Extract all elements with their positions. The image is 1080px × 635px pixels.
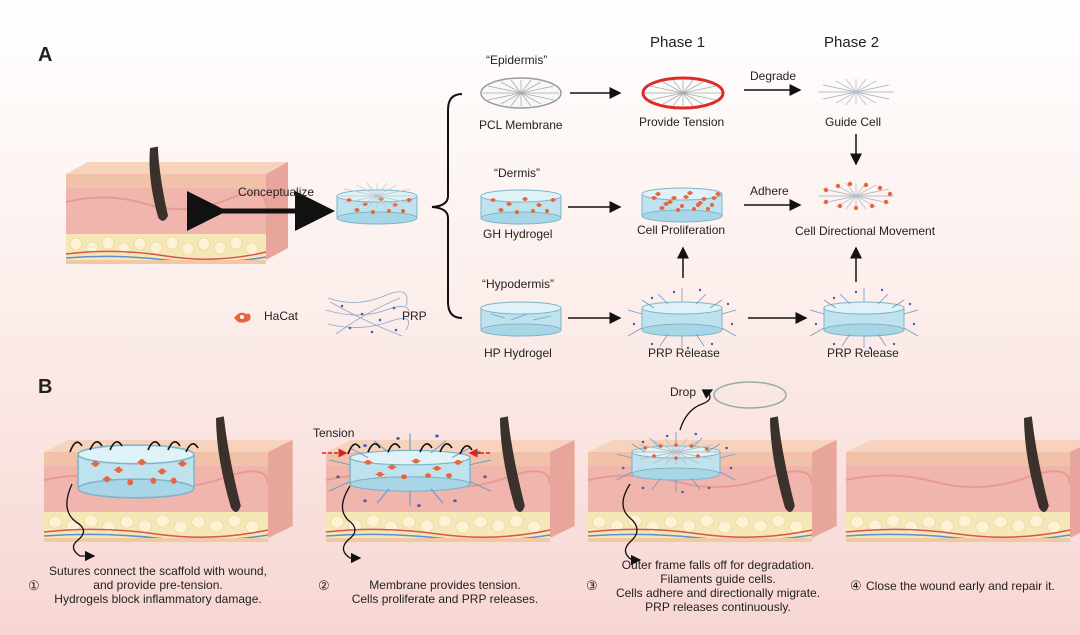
- epidermis-label: “Epidermis”: [486, 53, 548, 67]
- prp-release-2-label: PRP Release: [827, 346, 899, 360]
- prp-icon: [325, 291, 410, 337]
- pointer-b2: [341, 485, 362, 564]
- drop-arrow: [679, 389, 714, 431]
- scaffold-b3: [616, 431, 736, 494]
- hp-hydrogel-icon: [480, 301, 562, 337]
- gh-hydrogel-icon: [480, 189, 562, 225]
- phase-2-label: Phase 2: [824, 34, 880, 51]
- scaffold-central: [336, 182, 418, 225]
- step-3-caption: Outer frame falls off for degradation. F…: [600, 558, 836, 614]
- step-2-line-2: Cells proliferate and PRP releases.: [351, 592, 539, 606]
- step-2-line-1: Membrane provides tension.: [369, 578, 521, 592]
- dermis-label: “Dermis”: [494, 166, 540, 180]
- step-1-line-2: and provide pre-tension.: [93, 578, 223, 592]
- drop-label: Drop: [670, 385, 697, 399]
- prp-release-1-label: PRP Release: [648, 346, 720, 360]
- dropped-ring-icon: [713, 381, 787, 409]
- step-4-caption: Close the wound early and repair it.: [866, 579, 1066, 593]
- hypodermis-label: “Hypodermis”: [482, 277, 555, 291]
- panel-a-label: A: [38, 44, 53, 66]
- step-3-line-4: PRP releases continuously.: [645, 600, 791, 614]
- step-1-number: ①: [28, 578, 40, 593]
- prp-release-2-icon: [809, 287, 919, 350]
- panel-b-label: B: [38, 376, 53, 398]
- step-3-line-1: Outer frame falls off for degradation.: [621, 558, 815, 572]
- pcl-membrane-icon: [480, 77, 562, 109]
- tension-ring-icon: [641, 76, 725, 110]
- step-3-line-3: Cells adhere and directionally migrate.: [615, 586, 821, 600]
- hacat-cell-icon: [234, 312, 251, 323]
- adhere-label: Adhere: [750, 184, 789, 198]
- step-3-number: ③: [586, 578, 598, 593]
- prp-release-1-icon: [627, 287, 737, 350]
- branch-bracket: [431, 93, 463, 319]
- legend-prp-label: PRP: [402, 309, 427, 323]
- cell-proliferation-icon: [641, 187, 723, 223]
- gh-hydrogel-label: GH Hydrogel: [483, 227, 553, 241]
- step-4-line-1: Close the wound early and repair it.: [866, 579, 1055, 593]
- step-1-line-1: Sutures connect the scaffold with wound,: [49, 564, 267, 578]
- directional-movement-icon: [817, 181, 895, 211]
- step-2-caption: Membrane provides tension. Cells prolife…: [332, 578, 558, 606]
- provide-tension-label: Provide Tension: [639, 115, 725, 129]
- conceptualize-label: Conceptualize: [238, 185, 315, 199]
- pcl-membrane-label: PCL Membrane: [479, 118, 563, 132]
- pointer-b3: [622, 483, 642, 566]
- degrade-label: Degrade: [750, 69, 797, 83]
- cell-directional-movement-label: Cell Directional Movement: [795, 224, 936, 238]
- scaffold-b1: [77, 444, 195, 499]
- hp-hydrogel-label: HP Hydrogel: [484, 346, 552, 360]
- step-3-line-2: Filaments guide cells.: [660, 572, 776, 586]
- step-1-line-3: Hydrogels block inflammatory damage.: [54, 592, 262, 606]
- legend-hacat-label: HaCat: [264, 309, 299, 323]
- pointer-b1: [66, 483, 96, 562]
- step-4-number: ④: [850, 578, 862, 593]
- step-1-caption: Sutures connect the scaffold with wound,…: [42, 564, 274, 606]
- phase-1-label: Phase 1: [650, 34, 706, 51]
- cell-proliferation-label: Cell Proliferation: [637, 223, 726, 237]
- step-2-number: ②: [318, 578, 330, 593]
- sutures-b1: [69, 441, 199, 453]
- sutures-b2: [347, 443, 473, 455]
- tension-label: Tension: [313, 426, 355, 440]
- guide-cell-label: Guide Cell: [825, 115, 882, 129]
- guide-cell-icon: [817, 78, 895, 106]
